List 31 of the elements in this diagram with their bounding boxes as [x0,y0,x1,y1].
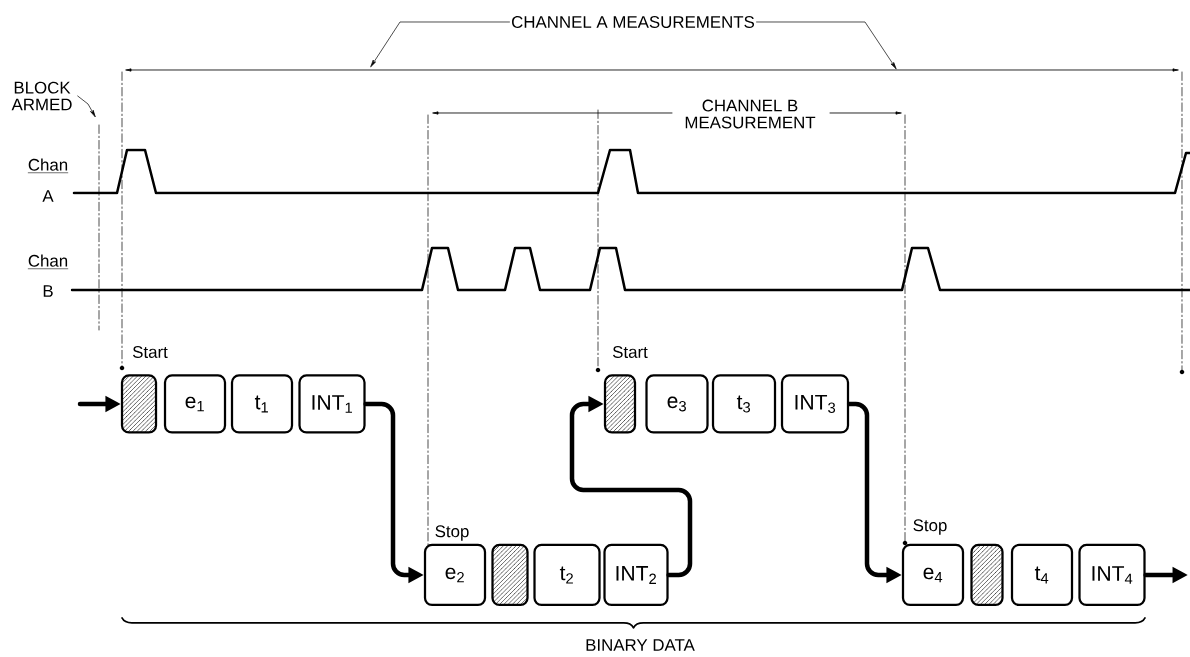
hatched-block [491,543,529,607]
marker-label: Stop [913,519,947,535]
caption-text: CHANNEL B MEASUREMENT [685,99,816,129]
data-block: t$_{3}$ [711,374,777,434]
leader-line [756,21,897,69]
signal-label: Chan [27,254,69,270]
data-block: e$_{1}$ [163,374,227,434]
caption-text: CHANNEL A MEASUREMENTS [512,16,755,28]
data-block: t$_{2}$ [533,543,601,607]
leader-line [370,21,510,67]
data-block: e$_{2}$ [423,543,487,607]
data-block: t$_{1}$ [230,374,294,434]
data-block: INT$_{3}$ [780,374,850,434]
data-block: INT$_{4}$ [1078,543,1146,607]
caption-text: BLOCK ARMED [11,81,72,111]
marker-label: Start [132,346,168,358]
data-block: t$_{4}$ [1010,543,1074,607]
hatched-block [970,543,1004,607]
hatched-block [120,374,158,434]
signal-label: A [42,190,54,202]
marker-label: Stop [435,525,469,541]
hatched-block [603,374,637,434]
data-block: e$_{4}$ [901,543,965,607]
data-block: e$_{3}$ [645,374,709,434]
data-block: INT$_{1}$ [298,374,366,434]
data-block: INT$_{2}$ [603,543,669,607]
leader-line [77,95,96,117]
marker-label: Start [612,346,648,358]
signal-label: B [43,285,53,297]
signal-label: Chan [27,158,69,174]
caption-text: BINARY DATA [586,639,695,651]
